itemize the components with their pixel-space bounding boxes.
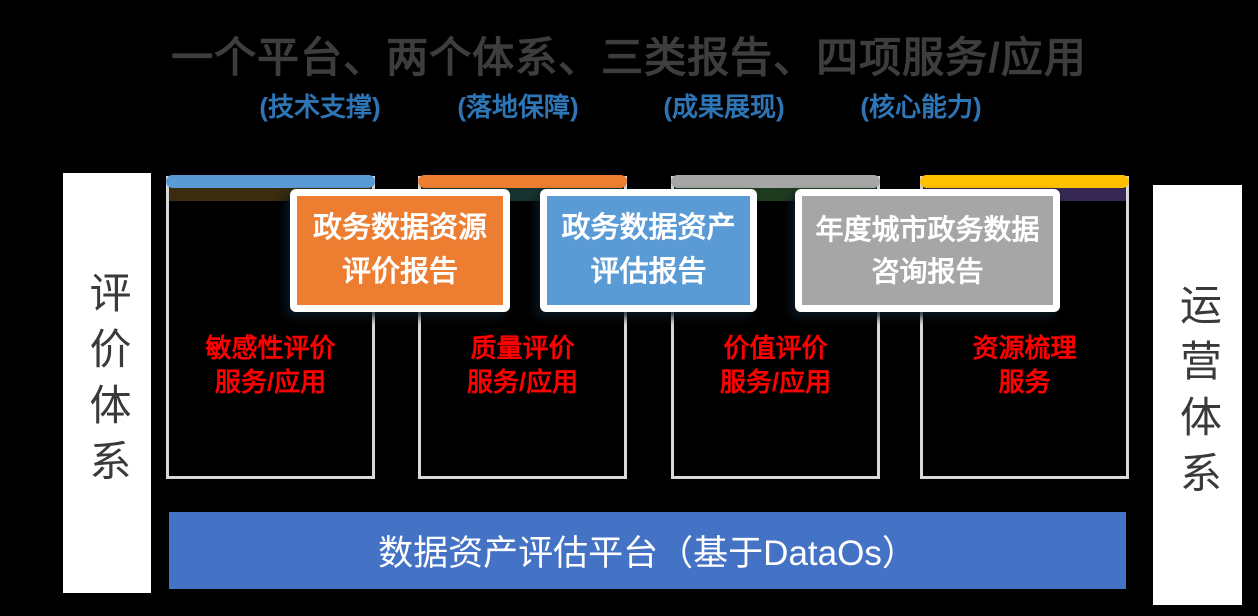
main-title: 一个平台、两个体系、三类报告、四项服务/应用 xyxy=(171,34,1087,81)
subtitle-core-capability: (核心能力) xyxy=(860,92,982,122)
subtitle-achievement-display: (成果展现) xyxy=(663,92,785,122)
service-label-value: 价值评价 服务/应用 xyxy=(671,332,880,400)
column-top-bar xyxy=(166,175,375,188)
report-title-line2: 评估报告 xyxy=(590,255,707,288)
service-label-sensitivity: 敏感性评价 服务/应用 xyxy=(166,332,375,400)
subtitle-implementation-guarantee: (落地保障) xyxy=(457,92,579,122)
service-label-resource: 资源梳理 服务 xyxy=(920,332,1129,400)
report-card-annual-consulting: 年度城市政务数据 咨询报告 xyxy=(795,189,1060,312)
operation-system-label: 运营体系 xyxy=(1174,283,1222,507)
subtitle-tech-support: (技术支撑) xyxy=(259,92,381,122)
report-card-resource-evaluation: 政务数据资源 评价报告 xyxy=(290,189,510,312)
service-label-line1: 资源梳理 xyxy=(972,333,1077,363)
service-label-quality: 质量评价 服务/应用 xyxy=(418,332,627,400)
evaluation-system-label: 评价体系 xyxy=(84,271,131,495)
column-top-bar xyxy=(418,175,627,188)
report-title-line2: 评价报告 xyxy=(341,255,458,288)
operation-system-bar: 运营体系 xyxy=(1153,185,1242,605)
report-title-line1: 政务数据资源 xyxy=(312,212,487,244)
report-title-line1: 年度城市政务数据 xyxy=(815,213,1040,245)
service-label-line2: 服务 xyxy=(998,366,1051,397)
service-label-line2: 服务/应用 xyxy=(214,366,327,397)
evaluation-system-bar: 评价体系 xyxy=(63,173,151,593)
report-title-line1: 政务数据资产 xyxy=(561,212,736,244)
service-label-line2: 服务/应用 xyxy=(466,366,579,397)
platform-bar: 数据资产评估平台（基于DataOs） xyxy=(169,512,1126,589)
service-label-line1: 价值评价 xyxy=(723,333,828,363)
report-title-line2: 咨询报告 xyxy=(871,255,984,287)
column-top-bar xyxy=(920,175,1129,188)
service-label-line1: 质量评价 xyxy=(470,333,575,363)
report-card-asset-assessment: 政务数据资产 评估报告 xyxy=(540,189,757,312)
column-top-bar xyxy=(671,175,880,188)
service-label-line2: 服务/应用 xyxy=(719,366,832,397)
platform-label: 数据资产评估平台（基于DataOs） xyxy=(378,534,917,573)
service-label-line1: 敏感性评价 xyxy=(205,333,336,363)
